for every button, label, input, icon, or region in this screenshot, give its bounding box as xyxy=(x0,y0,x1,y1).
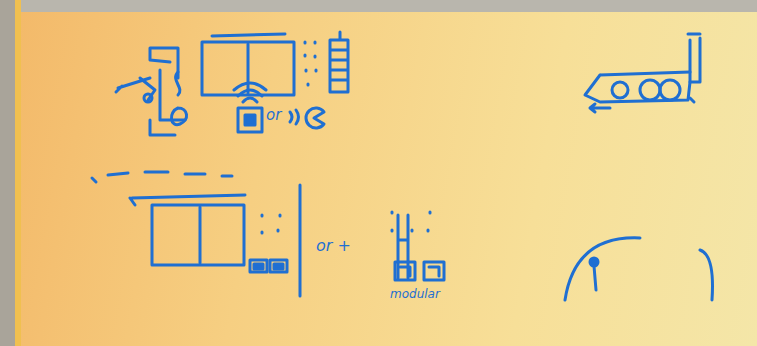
modular-post xyxy=(398,215,408,278)
module-fill xyxy=(274,264,283,269)
wall-strip xyxy=(0,0,757,12)
shelf-top-line xyxy=(212,34,285,36)
module-box xyxy=(395,262,415,280)
robot-mast xyxy=(688,34,700,82)
shelf-box xyxy=(152,205,244,265)
arc-sketch xyxy=(565,238,640,300)
module-box xyxy=(424,262,444,280)
module-box xyxy=(250,260,267,272)
dashed-separator xyxy=(92,172,232,182)
wifi-waves xyxy=(234,83,266,102)
module-box xyxy=(270,260,287,272)
rack-symbol xyxy=(330,32,348,92)
robot-gripper xyxy=(116,78,155,100)
dot-grid xyxy=(262,215,280,233)
sensor-loops xyxy=(171,72,186,125)
robot-wheel xyxy=(660,80,680,100)
arm-joint xyxy=(144,94,152,102)
shelf-box xyxy=(202,42,294,95)
sketch-note: or xyxy=(266,108,281,123)
bottom-frame xyxy=(130,185,300,296)
shelf-divider xyxy=(199,207,202,263)
sketch-note: or + xyxy=(316,238,351,254)
module-detail xyxy=(400,267,439,276)
robot-arm-wheel xyxy=(590,82,694,112)
shelf-divider xyxy=(247,44,250,93)
robot-wheel xyxy=(640,80,660,100)
receiver-circle xyxy=(306,108,324,128)
robot-body xyxy=(585,72,690,102)
dot-grid xyxy=(305,42,316,85)
dot-grid xyxy=(392,212,430,231)
module-fill xyxy=(254,264,263,269)
sketch-note: modular xyxy=(390,288,440,300)
wireless-device xyxy=(238,108,262,132)
signal-arcs xyxy=(290,110,299,124)
device-chip xyxy=(245,115,255,125)
board-edge xyxy=(15,0,21,346)
arc-sketch xyxy=(700,250,713,300)
pivot-line xyxy=(594,266,596,290)
